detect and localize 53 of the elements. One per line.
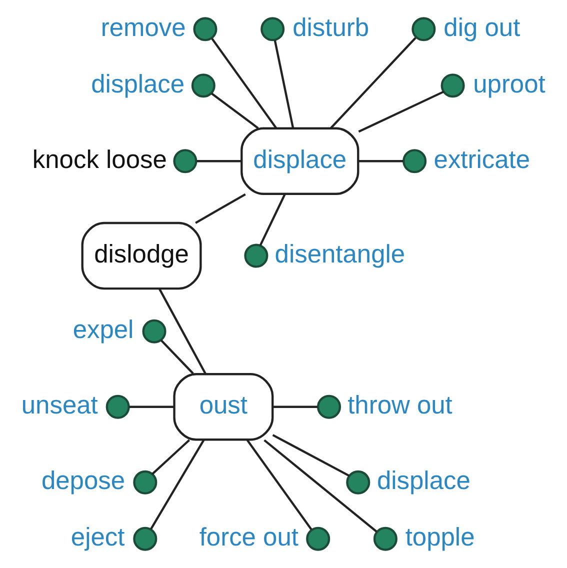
connector <box>160 340 194 374</box>
node-label: remove <box>100 14 186 42</box>
node-circle <box>260 17 285 42</box>
node-box: oust <box>173 373 274 441</box>
connector <box>210 92 259 130</box>
node-circle <box>133 470 158 494</box>
connector <box>264 439 378 532</box>
node-circle <box>191 74 216 98</box>
connector <box>359 160 404 162</box>
node-label: extricate <box>434 146 530 174</box>
connector <box>246 440 312 530</box>
node-label: expel <box>72 316 134 344</box>
connector <box>129 406 174 408</box>
node-circle <box>440 74 465 98</box>
connector <box>152 439 190 475</box>
node-label: displace <box>376 467 470 496</box>
node-label: depose <box>41 467 126 496</box>
node-circle <box>106 394 130 419</box>
connector <box>358 90 444 133</box>
node-label: knock loose <box>32 146 167 174</box>
connector <box>330 37 416 129</box>
node-label: force out <box>199 524 298 552</box>
node-box: displace <box>240 127 360 195</box>
node-label: dig out <box>444 14 520 42</box>
node-circle <box>373 526 398 551</box>
node-label: unseat <box>21 392 98 420</box>
connector <box>195 193 246 224</box>
node-label: eject <box>70 524 125 552</box>
connector <box>211 38 278 129</box>
connector <box>158 288 206 374</box>
node-circle <box>142 319 166 344</box>
node-circle <box>412 17 436 42</box>
node-circle <box>306 526 330 551</box>
node-circle <box>402 149 427 174</box>
node-label: throw out <box>348 392 452 420</box>
node-label: disturb <box>292 14 370 42</box>
node-label: topple <box>405 524 475 552</box>
node-label: disentangle <box>274 240 406 269</box>
connector <box>196 160 242 162</box>
node-circle <box>346 470 370 494</box>
node-circle <box>173 149 198 174</box>
connector <box>274 40 294 128</box>
connector <box>150 440 205 530</box>
node-box: dislodge <box>81 222 202 290</box>
connector <box>259 194 286 246</box>
node-circle <box>317 394 342 419</box>
node-circle <box>133 526 158 551</box>
node-circle <box>244 244 268 268</box>
node-label: uproot <box>473 70 546 98</box>
node-label: displace <box>91 70 185 98</box>
node-circle <box>193 17 218 42</box>
connector <box>272 406 318 408</box>
connector <box>272 434 350 477</box>
